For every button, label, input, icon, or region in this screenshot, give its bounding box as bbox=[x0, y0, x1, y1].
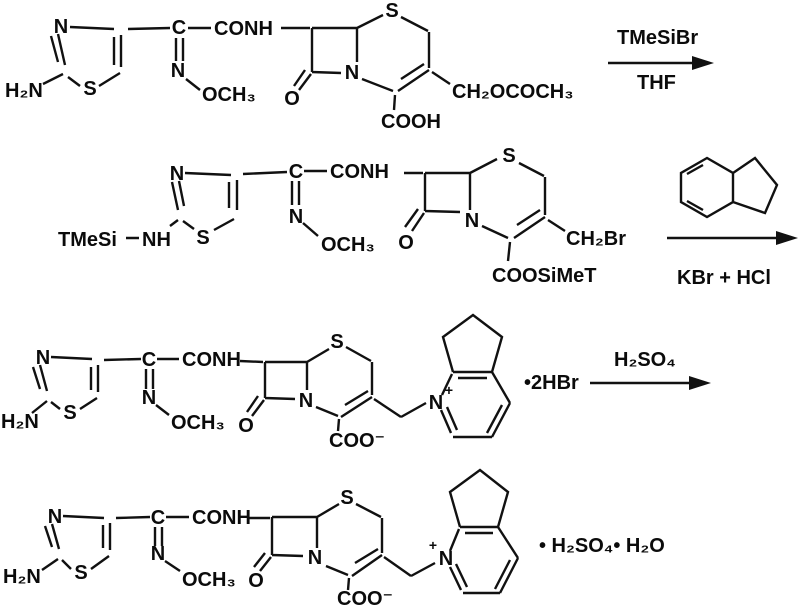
amino-group-label: H₂N bbox=[5, 80, 43, 102]
methoxime-label: OCH₃ bbox=[182, 569, 236, 591]
oxime-n-label: N bbox=[142, 387, 156, 409]
lactam-n-label: N bbox=[465, 210, 479, 232]
thiazole-s-label: S bbox=[74, 562, 87, 584]
thiazole-s-label: S bbox=[63, 402, 76, 424]
oxime-n-label: N bbox=[171, 60, 185, 82]
thiazole-n-label: N bbox=[170, 163, 184, 185]
methoxime-label: OCH₃ bbox=[171, 412, 225, 434]
reagent-tmesibr-label: TMeSiBr bbox=[617, 27, 698, 49]
compound-3-bonds bbox=[31, 345, 427, 432]
compound-4-pyridinium-bonds bbox=[448, 468, 520, 595]
oxime-n-label: N bbox=[289, 206, 303, 228]
silyl-tmesi-label: TMeSi bbox=[58, 229, 117, 251]
lactam-n-label: N bbox=[299, 390, 313, 412]
reagent-kbr-hcl-label: KBr + HCl bbox=[677, 267, 771, 289]
compound-2: TMeSi NH N S C N OCH₃ CONH O N S COOSiMe… bbox=[58, 145, 626, 287]
compound-4: H₂N N S C N OCH₃ CONH O N S COO⁻ N + • H… bbox=[3, 468, 665, 607]
pyridinium-n-label: N bbox=[439, 548, 453, 570]
amide-label: CONH bbox=[214, 18, 273, 40]
acetoxymethyl-label: CH₂OCOCH₃ bbox=[452, 81, 573, 103]
thiazine-s-label: S bbox=[502, 145, 515, 167]
lactam-o-label: O bbox=[238, 415, 254, 437]
dihydrobromide-salt-label: •2HBr bbox=[524, 372, 579, 394]
oxime-c-label: C bbox=[142, 349, 156, 371]
methoxime-label: OCH₃ bbox=[321, 234, 375, 256]
thiazine-s-label: S bbox=[385, 0, 398, 22]
pyridinium-n-label: N bbox=[429, 392, 443, 414]
compound-3-pyridinium-bonds bbox=[439, 313, 512, 439]
amino-group-label: H₂N bbox=[3, 566, 41, 588]
silyl-ester-label: COOSiMeT bbox=[492, 265, 596, 287]
oxime-n-label: N bbox=[151, 543, 165, 565]
compound-3: H₂N N S C N OCH₃ CONH O N S COO⁻ N + •2H… bbox=[1, 313, 579, 452]
compound-4-bonds bbox=[41, 502, 436, 591]
positive-charge-label: + bbox=[445, 382, 453, 398]
arrow-2-head bbox=[776, 231, 798, 245]
amino-group-label: H₂N bbox=[1, 411, 39, 433]
thiazine-s-label: S bbox=[330, 331, 343, 353]
reaction-step-3: H₂SO₄ bbox=[590, 349, 711, 390]
solvent-thf-label: THF bbox=[637, 72, 676, 94]
compound-2-bonds bbox=[126, 157, 566, 262]
lactam-n-label: N bbox=[345, 62, 359, 84]
carboxylate-label: COO⁻ bbox=[329, 430, 385, 452]
lactam-o-label: O bbox=[398, 232, 414, 254]
amide-label: CONH bbox=[330, 161, 389, 183]
oxime-c-label: C bbox=[151, 507, 165, 529]
thiazole-n-label: N bbox=[54, 16, 68, 38]
cyclopentenopyridine-reagent-structure bbox=[679, 156, 779, 219]
arrow-1-head bbox=[692, 56, 714, 70]
bromomethyl-label: CH₂Br bbox=[566, 228, 626, 250]
lactam-o-label: O bbox=[248, 570, 264, 592]
reaction-step-2: KBr + HCl bbox=[667, 156, 798, 289]
compound-1-bonds bbox=[42, 13, 451, 111]
amide-label: CONH bbox=[192, 507, 251, 529]
methoxime-label: OCH₃ bbox=[202, 84, 256, 106]
oxime-c-label: C bbox=[172, 17, 186, 39]
lactam-o-label: O bbox=[284, 88, 300, 110]
thiazine-s-label: S bbox=[340, 487, 353, 509]
thiazole-n-label: N bbox=[48, 506, 62, 528]
compound-1: H₂N N S C N OCH₃ CONH O N S COOH CH₂OCOC… bbox=[5, 0, 573, 133]
carboxylate-label: COO⁻ bbox=[337, 588, 393, 607]
arrow-3-head bbox=[689, 376, 711, 390]
positive-charge-label: + bbox=[429, 537, 437, 553]
sulfate-hydrate-salt-label: • H₂SO₄• H₂O bbox=[539, 535, 665, 557]
reaction-step-1: TMeSiBr THF bbox=[608, 27, 714, 94]
thiazole-n-label: N bbox=[36, 347, 50, 369]
thiazole-s-label: S bbox=[83, 78, 96, 100]
reagent-h2so4-label: H₂SO₄ bbox=[614, 349, 676, 371]
oxime-c-label: C bbox=[289, 161, 303, 183]
lactam-n-label: N bbox=[308, 547, 322, 569]
carboxyl-label: COOH bbox=[381, 111, 441, 133]
amide-label: CONH bbox=[182, 349, 241, 371]
silyl-nh-label: NH bbox=[142, 229, 171, 251]
thiazole-s-label: S bbox=[196, 227, 209, 249]
